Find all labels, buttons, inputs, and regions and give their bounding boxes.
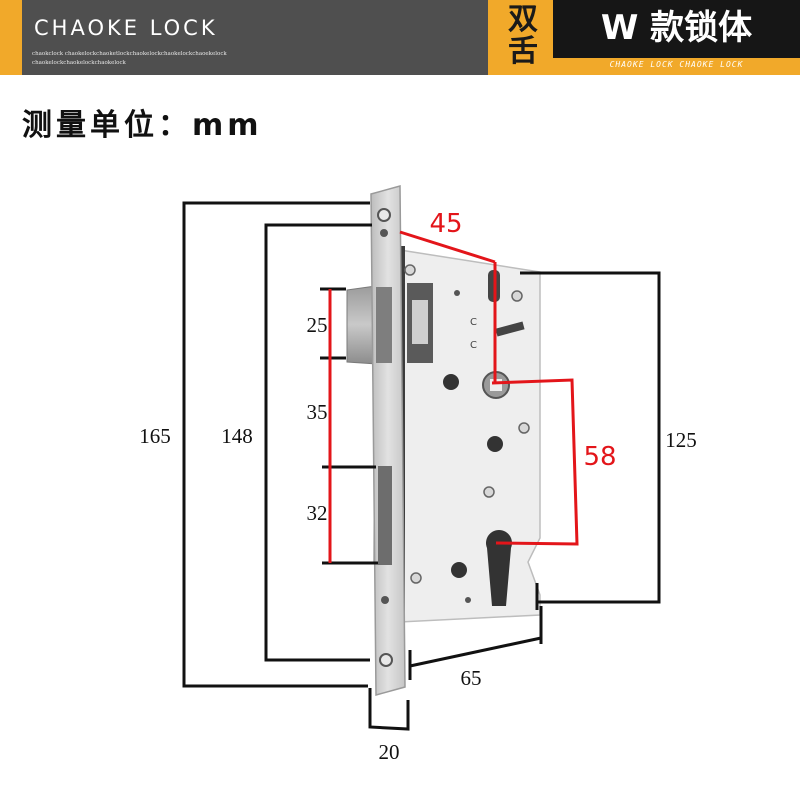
middle-hole-icon [487, 436, 503, 452]
faceplate-latch-slot [376, 287, 392, 363]
dim-bolt-height: 32 [307, 501, 328, 525]
faceplate-bolt-slot [378, 466, 392, 565]
dim-faceplate-width: 20 [379, 740, 400, 764]
screw-lower-left-icon [410, 572, 422, 584]
faceplate-screw-bottom-icon [379, 653, 393, 667]
dim-screw-spacing: 148 [221, 424, 253, 448]
model-subtext: CHAOKE LOCK CHAOKE LOCK [609, 60, 744, 69]
lower-hole-icon [451, 562, 467, 578]
brand-subtext-line-1: chaokclock chaokelockchaoketlockchaokelo… [32, 51, 227, 57]
case-mark-c-2: C [470, 340, 477, 351]
brand-subtext-line-2: chaokelockchaokelockchaokelock [32, 60, 126, 66]
case-mark-c-1: C [470, 317, 477, 328]
brand-name: CHAOKE LOCK [34, 16, 218, 40]
unit-label: 测量单位：mm [22, 108, 263, 143]
model-box: W 款锁体 [553, 0, 800, 58]
brand-box: CHAOKE LOCK chaokclock chaokelockchaoket… [22, 0, 488, 75]
faceplate-hole-top-icon [380, 229, 388, 237]
faceplate [370, 185, 406, 696]
rivet-small-icon [454, 290, 460, 296]
dim-case-width: 65 [461, 666, 482, 690]
lock-case-body [399, 249, 541, 623]
screw-middle-icon [518, 422, 530, 434]
dim-backset: 45 [429, 209, 462, 239]
cylinder-hole-icon [486, 530, 512, 606]
screw-top-right-icon [511, 290, 523, 302]
dimension-lines-black [182, 201, 661, 731]
lever-bar [495, 321, 525, 337]
dimension-lines-red [328, 230, 579, 563]
screw-center-icon [483, 486, 495, 498]
dim-latch-to-bolt: 35 [307, 400, 328, 424]
model-title: W 款锁体 [600, 8, 753, 48]
spring-window [412, 300, 428, 344]
double-tongue-tag: 双舌 [508, 2, 538, 69]
dim-case-height: 125 [665, 428, 697, 452]
follower-hole-icon [443, 374, 459, 390]
faceplate-screw-top-icon [377, 208, 391, 222]
dim-overall-height: 165 [139, 424, 171, 448]
header-banner: CHAOKE LOCK chaokclock chaokelockchaoket… [0, 0, 800, 75]
rivet-bottom-icon [465, 597, 471, 603]
faceplate-hole-bottom-icon [381, 596, 389, 604]
screw-top-left-icon [404, 264, 416, 276]
dim-center-distance: 58 [583, 442, 616, 472]
dim-latch-height: 25 [307, 313, 328, 337]
